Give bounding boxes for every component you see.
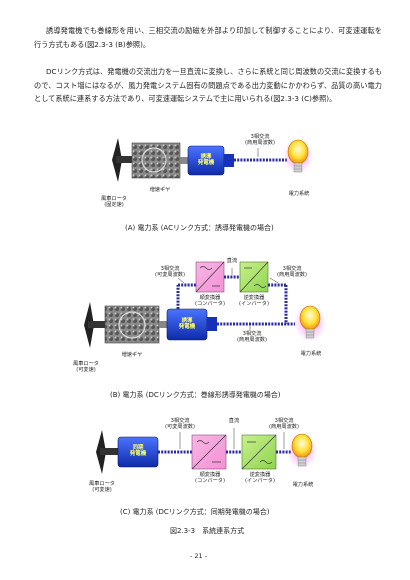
paragraph-1: 誘導発電機でも巻線形を用い、三相交流の励磁を外部より印加して制御することにより、… (34, 26, 382, 49)
light-bulb-icon (294, 304, 326, 342)
caption-a: (A) 電力系 (ACリンク方式：誘導発電機の場合) (125, 224, 274, 232)
diagram-a (112, 138, 313, 182)
caption-b: (B) 電力系 (DCリンク方式：巻線形誘導発電機の場合) (110, 391, 281, 399)
inverter-label: 逆変換器 (インバータ) (245, 472, 275, 485)
paragraph-2: DCリンク方式は、発電機の交流出力を一旦直流に変換し、さらに系統と同じ周波数の交… (34, 67, 382, 104)
ac-variable-label: 3相交流 (可変周波数) (155, 266, 185, 279)
wind-rotor-icon (96, 430, 118, 474)
caption-c: (C) 電力系 (DCリンク方式：同期発電機の場合) (120, 508, 270, 516)
generator-label: 誘導 発電機 (197, 154, 215, 167)
grid-label: 電力系統 (292, 482, 314, 488)
ac-commercial-label: 3相交流 (商用周波数) (269, 418, 299, 431)
converter-label: 順変換器 (コンバータ) (195, 295, 225, 308)
light-bulb-icon (287, 433, 317, 469)
ac-commercial-output-label: 3相交流 (商用周波数) (237, 331, 267, 344)
ac-commercial-label: 3相交流 (商用周波数) (277, 266, 307, 279)
grid-label: 電力系統 (300, 351, 322, 357)
wind-rotor-icon (112, 138, 132, 182)
grid-label: 電力系統 (288, 191, 310, 197)
gear-label: 増速ギヤ (121, 352, 143, 358)
light-bulb-icon (283, 138, 313, 174)
figure-caption: 図2.3-3 系統連系方式 (170, 527, 245, 535)
gear-label: 増速ギヤ (149, 187, 171, 193)
ac-variable-label: 3相交流 (可変周波数) (165, 418, 195, 431)
diagram-c (96, 428, 317, 474)
rotor-label: 風車ロータ (固定速) (101, 196, 127, 209)
rotor-label: 風車ロータ (可変速) (73, 361, 99, 374)
generator-label: 誘導 発電機 (178, 318, 196, 331)
generator-label: 同期 発電機 (129, 445, 147, 458)
page-number: - 21 - (190, 552, 208, 560)
dc-label: 直流 (226, 258, 238, 264)
rotor-label: 風車ロータ (可変速) (89, 481, 115, 494)
ac-label: 3相交流 (商用周波数) (245, 134, 275, 147)
inverter-label: 逆変換器 (インバータ) (239, 295, 269, 308)
diagram-b (84, 261, 326, 348)
dc-label: 直流 (228, 418, 240, 424)
wind-rotor-icon (84, 302, 105, 348)
converter-label: 順変換器 (コンバータ) (195, 472, 225, 485)
